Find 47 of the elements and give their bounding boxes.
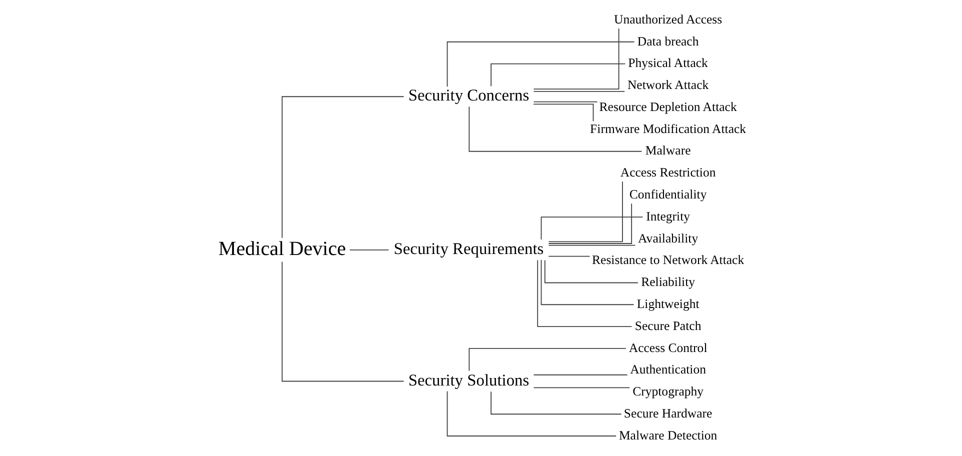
node-text: Firmware Modification Attack [590, 122, 746, 136]
connector [548, 256, 590, 257]
node-text: Integrity [646, 209, 690, 224]
node-text: Cryptography [632, 384, 704, 399]
connector [446, 41, 634, 88]
connector [548, 181, 622, 242]
node-text: Malware Detection [618, 428, 717, 442]
connector [544, 260, 638, 284]
node-text: Secure Patch [634, 318, 701, 333]
connector [468, 106, 642, 152]
connector [532, 91, 624, 92]
connector [532, 104, 594, 122]
node-text: Data breach [636, 34, 698, 48]
connector [446, 390, 616, 436]
connector [536, 260, 632, 327]
connector [281, 96, 404, 238]
node-text: Physical Attack [628, 56, 708, 70]
connector [548, 244, 636, 246]
connector [490, 391, 622, 415]
connector [468, 348, 626, 372]
node-text: Access Restriction [620, 166, 716, 180]
connector [490, 63, 626, 87]
node-text: Security Solutions [408, 370, 529, 390]
connector [348, 249, 389, 250]
node-text: Confidentiality [628, 188, 706, 202]
connector [548, 203, 632, 244]
node-text: Medical Device [218, 238, 346, 260]
node-text: Authentication [630, 362, 706, 377]
node-text: Malware [644, 144, 690, 158]
node-text: Lightweight [636, 297, 699, 312]
connector [532, 101, 598, 102]
node-text: Resource Depletion Attack [598, 100, 736, 114]
connector [532, 387, 630, 388]
node-text: Security Requirements [393, 238, 544, 258]
node-text: Resistance to Network Attack [592, 253, 744, 268]
node-text: Access Control [628, 340, 707, 355]
node-text: Secure Hardware [623, 406, 712, 420]
node-text: Security Concerns [408, 86, 529, 105]
node-text: Availability [638, 231, 698, 246]
connector [281, 261, 404, 382]
connector [532, 374, 628, 376]
node-text: Network Attack [626, 78, 708, 92]
node-text: Unauthorized Access [614, 12, 722, 26]
node-text: Reliability [640, 275, 695, 290]
connector [540, 259, 634, 306]
connector [532, 28, 619, 90]
connector [540, 216, 643, 240]
